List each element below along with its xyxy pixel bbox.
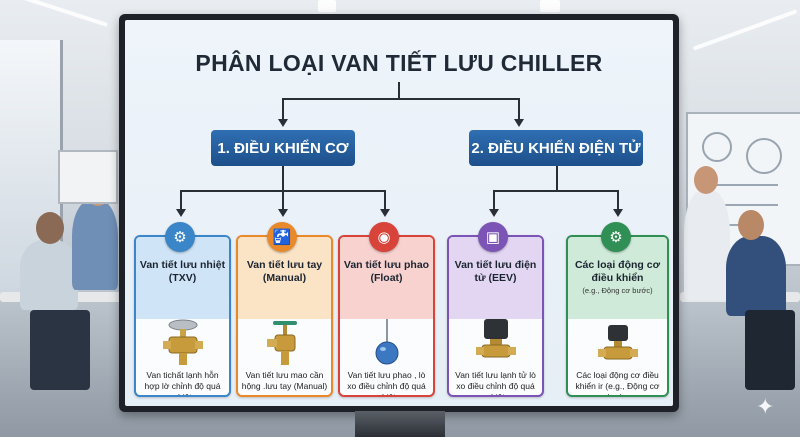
diagram-screen: PHÂN LOẠI VAN TIẾT LƯU CHILLER 1. ĐIỀU K… xyxy=(125,20,673,406)
person xyxy=(72,200,118,290)
arrow-head xyxy=(176,209,186,217)
person xyxy=(726,236,786,316)
connector-line xyxy=(384,190,386,210)
manual-valve-image xyxy=(266,321,297,365)
chair xyxy=(30,310,90,390)
card-description: Van tiết lưu lạnh tử lò xo điều chỉnh độ… xyxy=(455,370,536,397)
faucet-icon: 🚰 xyxy=(267,222,297,252)
connector-line xyxy=(282,98,284,120)
connector-line xyxy=(518,98,520,120)
person xyxy=(20,240,78,310)
connector-line xyxy=(493,190,495,210)
card-description: Van tichất lạnh hỗn hợp lờ chỉnh độ quá … xyxy=(144,370,221,397)
card-description: Van tiết lưu phao , lò xo điều chỉnh độ … xyxy=(347,370,426,397)
card-title: Van tiết lưu điện tử (EEV) xyxy=(454,259,537,284)
eev-valve-image xyxy=(475,319,516,358)
card-txv: Van tiết lưu nhiệt (TXV) Van tichất lạnh… xyxy=(134,235,231,397)
gear-icon: ⚙ xyxy=(165,222,195,252)
ceiling-light xyxy=(318,0,336,12)
whiteboard-drawing xyxy=(702,132,732,162)
connector-line xyxy=(282,166,284,190)
connector-line xyxy=(617,190,619,210)
connector-line xyxy=(282,190,284,210)
connector-line xyxy=(180,190,182,210)
person xyxy=(684,190,730,300)
category-electronic: 2. ĐIỀU KHIỂN ĐIỆN TỬ xyxy=(469,130,643,166)
card-title: Các loại động cơ điều khiển xyxy=(574,259,661,284)
float-valve-image xyxy=(375,319,398,365)
category-mechanical: 1. ĐIỀU KHIỂN CƠ xyxy=(211,130,355,166)
arrow-head xyxy=(613,209,623,217)
person-head xyxy=(694,166,718,194)
card-motor: Các loại động cơ điều khiển (e.g., Động … xyxy=(566,235,669,397)
ceiling-light xyxy=(540,0,560,12)
arrow-head xyxy=(489,209,499,217)
person-head xyxy=(36,212,64,244)
cog-icon: ⚙ xyxy=(601,222,631,252)
card-description: Van tiết lưu mao cần hộng .lưu tay (Manu… xyxy=(241,370,328,391)
sparkle-icon: ✦ xyxy=(756,394,775,419)
connector-line xyxy=(493,190,619,192)
arrow-head xyxy=(514,119,524,127)
connector-line xyxy=(282,98,520,100)
chair xyxy=(745,310,795,390)
connector-line xyxy=(398,82,400,98)
card-manual: Van tiết lưu tay (Manual) Van tiết lưu m… xyxy=(236,235,333,397)
motor-valve-image xyxy=(597,325,638,360)
card-description: Các loại động cơ điều khiển ir (e.g., Độ… xyxy=(575,370,660,397)
chip-icon: ▣ xyxy=(478,222,508,252)
arrow-head xyxy=(380,209,390,217)
connector-line xyxy=(556,166,558,190)
float-icon: ◉ xyxy=(369,222,399,252)
card-subtitle: (e.g., Động cơ bước) xyxy=(582,286,653,295)
wall-chart xyxy=(58,150,118,204)
card-eev: Van tiết lưu điện tử (EEV) Van tiết lưu … xyxy=(447,235,544,397)
person-head xyxy=(738,210,764,240)
whiteboard-drawing xyxy=(698,184,778,186)
arrow-head xyxy=(278,209,288,217)
whiteboard-drawing xyxy=(746,138,782,174)
whiteboard-drawing xyxy=(708,204,778,206)
monitor-stand xyxy=(355,411,445,437)
txv-valve-image xyxy=(162,319,203,365)
arrow-head xyxy=(278,119,288,127)
card-title: Van tiết lưu nhiệt (TXV) xyxy=(139,259,226,284)
whiteboard-drawing xyxy=(700,224,760,226)
card-title: Van tiết lưu tay (Manual) xyxy=(246,259,323,284)
card-title: Van tiết lưu phao (Float) xyxy=(343,259,430,284)
diagram-title: PHÂN LOẠI VAN TIẾT LƯU CHILLER xyxy=(195,50,603,76)
card-float: Van tiết lưu phao (Float) Van tiết lưu p… xyxy=(338,235,435,397)
